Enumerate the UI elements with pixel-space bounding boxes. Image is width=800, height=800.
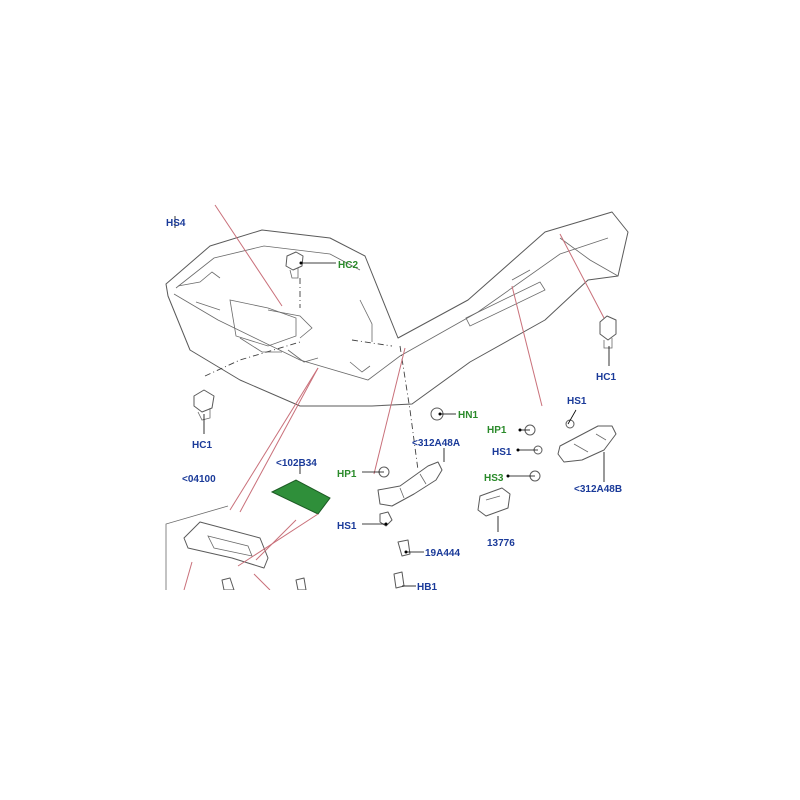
label-19a444: 19A444 (425, 548, 460, 559)
crop-mask (0, 590, 800, 800)
label-102b34: <102B34 (276, 458, 317, 469)
callout-labels: HS4 HC2 HC1 HC1 HN1 HS1 HP1 HS1 HS3 <312… (166, 218, 622, 593)
label-hp1-left: HP1 (337, 469, 357, 480)
label-hc1-left: HC1 (192, 440, 212, 451)
label-hs3: HS3 (484, 473, 504, 484)
vanity-mirror-102b34 (270, 479, 331, 515)
label-hs1-top: HS1 (567, 396, 587, 407)
headliner-clip-hc1-left (193, 389, 215, 421)
headliner-clip-hc2 (285, 251, 304, 279)
label-hc1-right: HC1 (596, 372, 616, 383)
label-hb1: HB1 (417, 582, 437, 593)
headliner-panel (165, 211, 629, 471)
label-hp1-right: HP1 (487, 425, 507, 436)
callout-lines (183, 204, 605, 591)
label-hn1: HN1 (458, 410, 478, 421)
bracket-312a48a (377, 461, 443, 507)
label-312a48b: <312A48B (574, 484, 622, 495)
label-hc2: HC2 (338, 260, 358, 271)
label-hs4: HS4 (166, 218, 186, 229)
switch-module-13776 (477, 487, 511, 517)
headliner-clip-hc1-right (599, 315, 617, 349)
label-hs1-left: HS1 (337, 521, 357, 532)
label-312a48a: <312A48A (412, 438, 460, 449)
label-hs1-mid: HS1 (492, 447, 512, 458)
leader-lines (174, 216, 610, 587)
label-13776: 13776 (487, 538, 515, 549)
sun-visor-inset (165, 505, 307, 591)
bracket-312a48b (557, 425, 617, 463)
small-fasteners (378, 407, 575, 589)
label-04100: <04100 (182, 474, 216, 485)
